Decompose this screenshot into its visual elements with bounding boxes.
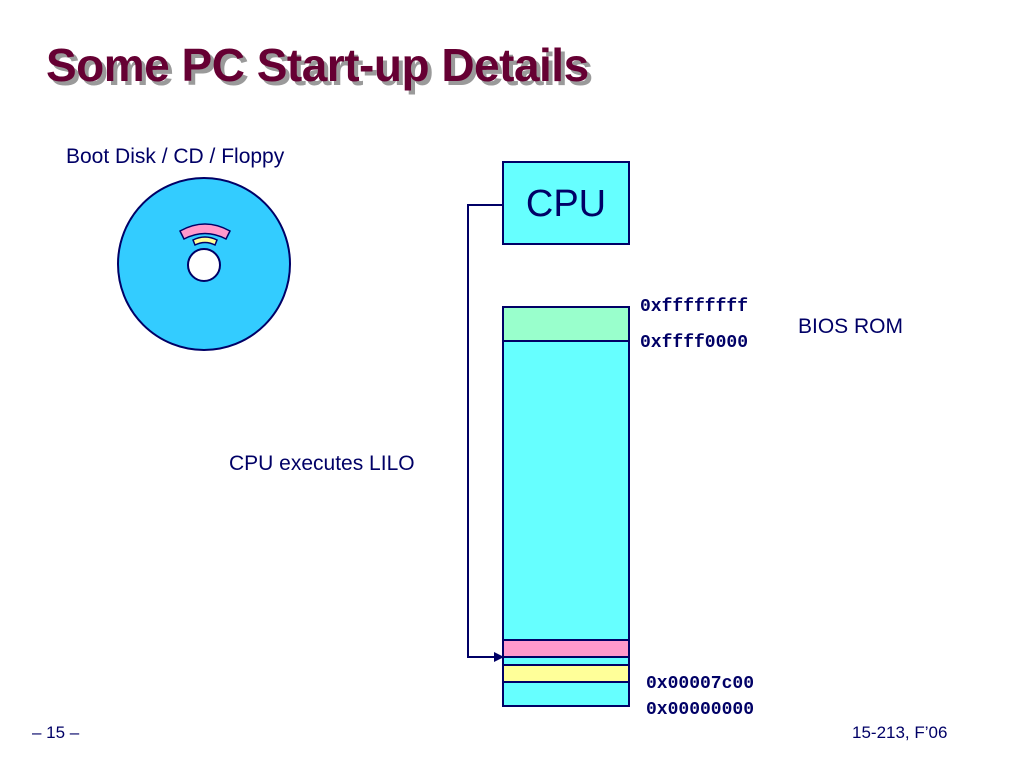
slide-title: Some PC Start-up Details <box>46 39 589 91</box>
disk-sector-lilo <box>179 223 231 241</box>
disk-sector-boot <box>192 236 218 247</box>
cpu-box: CPU <box>502 161 630 245</box>
bios-rom-label: BIOS ROM <box>798 315 904 338</box>
disk-hole <box>187 248 221 282</box>
address-top: 0xffffffff <box>640 297 749 317</box>
bios-rom-region <box>502 306 630 342</box>
execution-arrow <box>467 204 504 662</box>
boot-disk-icon <box>117 177 291 351</box>
address-lilo: 0x00007c00 <box>646 674 755 694</box>
disk-label: Boot Disk / CD / Floppy <box>66 145 285 168</box>
arrow-line <box>467 204 502 658</box>
arrow-head <box>494 652 504 662</box>
page-number: – 15 – <box>32 723 80 742</box>
arrow-label: CPU executes LILO <box>229 452 415 475</box>
address-bios-start: 0xffff0000 <box>640 333 749 353</box>
address-bottom: 0x00000000 <box>646 700 755 720</box>
course-footer: 15-213, F’06 <box>852 723 948 742</box>
boot-sector-region <box>502 664 630 683</box>
lilo-region <box>502 639 630 658</box>
